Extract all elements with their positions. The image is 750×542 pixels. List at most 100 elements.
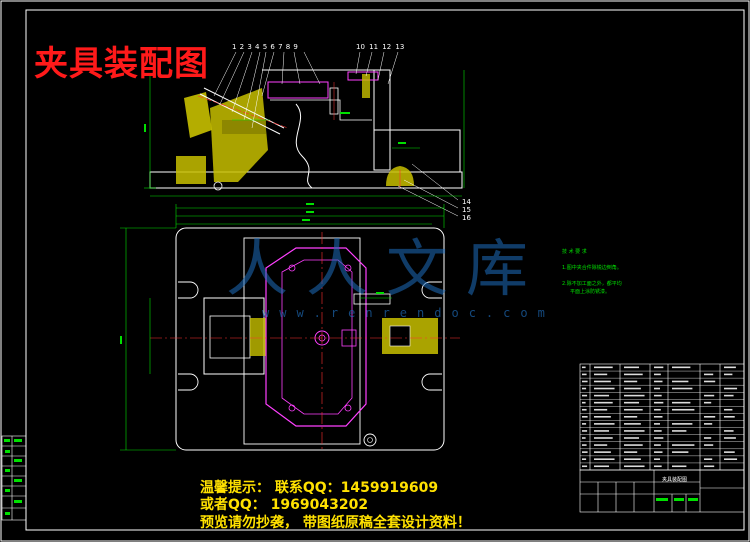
parts-list-cell-mark	[672, 430, 687, 432]
parts-list-cell-mark	[582, 373, 587, 376]
top-view-dimensions	[120, 204, 445, 451]
parts-list-cell-mark	[654, 451, 663, 453]
title-block-drawing-name: 夹具装配图	[662, 477, 688, 483]
parts-list-cell-mark	[724, 366, 736, 369]
watermark-logo-text: 人人文库	[226, 232, 547, 305]
parts-list-cell-mark	[582, 401, 586, 404]
parts-list-cell-mark	[582, 366, 586, 369]
parts-list-cell-mark	[672, 408, 695, 411]
watermark-url: www.renrendoc.com	[262, 306, 555, 320]
parts-list-cell-mark	[624, 408, 643, 411]
callout-14: 14	[462, 198, 471, 206]
parts-list-cell-mark	[672, 444, 695, 446]
parts-list-cell-mark	[594, 444, 608, 446]
parts-list-cell-mark	[624, 458, 641, 460]
parts-list-cell-mark	[724, 437, 736, 439]
title-block	[579, 469, 745, 513]
parts-list-cell-mark	[654, 408, 661, 411]
parts-list-cell-mark	[582, 408, 587, 411]
notice-line-2: 或者QQ： 1969043202	[200, 497, 369, 513]
parts-list-cell-mark	[582, 451, 588, 453]
parts-list-cell-mark	[624, 366, 640, 369]
parts-list-cell-mark	[654, 387, 660, 390]
part-number-callouts-left: 1 2 3 4 5 6 7 8 9	[232, 43, 298, 51]
parts-list-cell-mark	[672, 401, 691, 404]
parts-list-cell-mark	[624, 394, 645, 397]
parts-list-cell-mark	[724, 394, 734, 397]
parts-list-cell-mark	[594, 437, 613, 439]
parts-list-cell-mark	[672, 423, 693, 425]
drawing-title: 夹具装配图	[34, 44, 209, 84]
part-number-callouts-right: 10 11 12 13	[356, 43, 405, 51]
parts-list-cell-mark	[594, 458, 615, 460]
parts-list-cell-mark	[654, 458, 660, 460]
parts-list-cell-mark	[654, 394, 662, 397]
parts-list-cell-mark	[704, 444, 714, 446]
parts-list-cell-mark	[594, 401, 613, 404]
parts-list-cell-mark	[594, 373, 608, 376]
parts-list-cell-mark	[654, 380, 663, 383]
parts-list-cell-mark	[724, 416, 735, 418]
parts-list-cell-mark	[594, 465, 610, 468]
parts-list-cell-mark	[704, 423, 713, 425]
inner-frame	[25, 9, 745, 531]
notice-line-3: 预览请勿抄袭， 带图纸原稿全套设计资料！	[200, 515, 471, 531]
parts-list-cell-mark	[624, 380, 638, 383]
parts-list-cell-mark	[624, 373, 643, 376]
callout-16: 16	[462, 214, 471, 222]
parts-list-cell-mark	[624, 423, 641, 425]
parts-list-cell-mark	[594, 380, 611, 383]
parts-list-cell-mark	[704, 380, 716, 383]
parts-list-cell-mark	[654, 444, 661, 446]
parts-list-cell-mark	[624, 387, 641, 390]
parts-list-cell-mark	[724, 451, 735, 453]
parts-list-cell-mark	[724, 430, 734, 432]
parts-list-cell-mark	[704, 401, 712, 404]
parts-list-cell-mark	[672, 387, 693, 390]
tech-requirement-3: 平面上涂防锈漆。	[570, 289, 611, 295]
parts-list-cell-mark	[594, 423, 615, 425]
front-view-dimensions	[144, 70, 465, 197]
parts-list-cell-mark	[654, 416, 663, 418]
parts-list-cell-mark	[594, 366, 613, 369]
parts-list-cell-mark	[654, 401, 664, 404]
parts-list-cell-mark	[624, 465, 645, 468]
notice-line-1: 温馨提示： 联系QQ：1459919609	[200, 480, 439, 496]
parts-list-cell-mark	[594, 408, 608, 411]
parts-list-cell-mark	[724, 387, 738, 390]
parts-list-cell-mark	[582, 465, 588, 468]
parts-list-cell-mark	[582, 437, 586, 439]
parts-list-cell-mark	[654, 366, 664, 369]
front-view	[149, 51, 463, 217]
parts-list-cell-mark	[704, 437, 712, 439]
parts-list-cell-mark	[704, 394, 715, 397]
parts-list-cell-mark	[724, 458, 738, 460]
left-revision-column	[1, 435, 27, 521]
parts-list-rows	[580, 366, 744, 468]
parts-list-cell-mark	[624, 451, 638, 453]
parts-list-cell-mark	[624, 437, 640, 439]
parts-list-cell-mark	[594, 387, 615, 390]
parts-list-cell-mark	[582, 423, 587, 425]
parts-list-cell-mark	[704, 465, 715, 468]
parts-list-cell-mark	[582, 458, 587, 460]
parts-list-cell-mark	[582, 380, 588, 383]
parts-list-cell-mark	[704, 458, 713, 460]
parts-list-cell-mark	[624, 416, 638, 418]
parts-list-cell-mark	[624, 430, 645, 432]
parts-list-cell-mark	[624, 444, 643, 446]
callout-15: 15	[462, 206, 471, 214]
parts-list-cell-mark	[654, 430, 662, 432]
parts-list-cell-mark	[594, 451, 611, 453]
parts-list-cell-mark	[672, 465, 687, 468]
parts-list-cell-mark	[654, 437, 664, 439]
parts-list-cell-mark	[672, 380, 689, 383]
tech-requirement-2: 2.除不加工面之外，都平均	[562, 281, 622, 287]
parts-list-cell-mark	[672, 451, 689, 453]
parts-list-cell-mark	[704, 373, 714, 376]
parts-list-cell-mark	[582, 444, 587, 446]
title-block-marks	[656, 498, 698, 501]
parts-list-cell-mark	[672, 366, 691, 369]
parts-list-cell-mark	[724, 373, 733, 376]
